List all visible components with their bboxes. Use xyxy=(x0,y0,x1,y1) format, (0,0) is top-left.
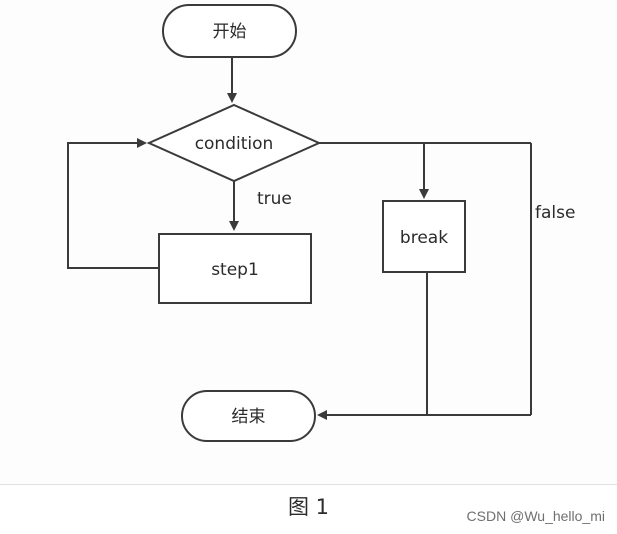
condition-node xyxy=(146,103,322,183)
connectors xyxy=(67,58,532,420)
true-edge-label: true xyxy=(257,189,292,209)
figure-caption: 图 1 xyxy=(287,495,330,519)
edge-step-loop-back xyxy=(67,138,158,269)
flowchart: 开始 condition true step1 break false 结束 xyxy=(67,4,575,442)
end-node-label: 结束 xyxy=(232,407,266,427)
condition-node-label: condition xyxy=(195,134,274,154)
watermark: CSDN @Wu_hello_mi xyxy=(466,508,605,524)
diagram-area: 开始 condition true step1 break false 结束 xyxy=(67,4,576,442)
caption-divider xyxy=(0,484,617,485)
start-node xyxy=(162,4,297,58)
start-node-label: 开始 xyxy=(213,22,247,42)
false-edge-label: false xyxy=(535,203,575,223)
step-node-label: step1 xyxy=(211,260,259,280)
step-node xyxy=(158,233,312,304)
break-node-label: break xyxy=(400,228,448,248)
break-node xyxy=(382,200,466,273)
end-node xyxy=(181,390,316,442)
